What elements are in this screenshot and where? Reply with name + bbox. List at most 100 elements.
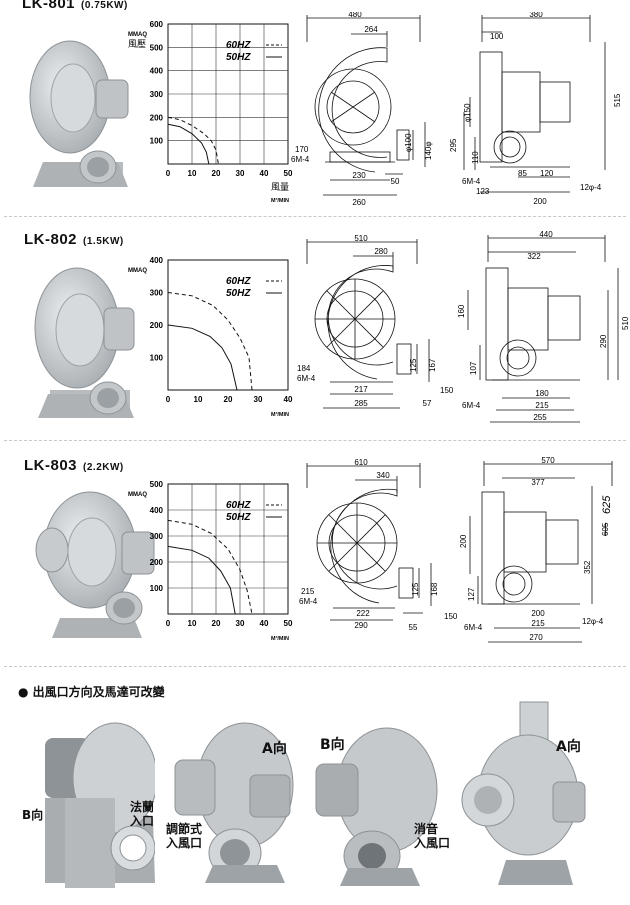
x-axis-unit: M³/MIN [271, 635, 289, 642]
x-tick-label: 40 [260, 169, 269, 178]
row-separator [4, 440, 626, 441]
y-tick-label: 200 [150, 558, 164, 567]
legend-label: 60HZ [226, 40, 251, 51]
label-line: 入風口 [414, 836, 451, 850]
legend-label: 50HZ [226, 288, 251, 299]
label-line: 入風口 [166, 836, 203, 850]
y-tick-label: 100 [150, 584, 164, 593]
photo-silencer-inlet-b-direction [315, 727, 438, 886]
dim-total-height: 510 [621, 316, 630, 330]
dim-bolt: 6M-4 [297, 374, 316, 383]
x-axis-unit: M³/MIN [271, 411, 289, 418]
dim-inlet: φ100 [404, 133, 413, 152]
dim-outlet: 264 [364, 25, 378, 34]
dim-width: 610 [354, 458, 368, 467]
x-tick-label: 30 [236, 619, 245, 628]
dim-total-height: 515 [613, 93, 622, 107]
y-tick-label: 100 [150, 137, 164, 146]
dim-base: 217 [354, 385, 368, 394]
dim-motor-offset: 377 [531, 478, 545, 487]
dim-inlet-pos: 123 [476, 187, 490, 196]
series-line-50hz [167, 123, 210, 165]
blower-image-lk803 [35, 491, 155, 638]
front-dimension-drawing-lk802: 510 280 184 6M-4 217 285 57 125 167 [297, 234, 437, 409]
section-note-text: 出風口方向及馬達可改變 [32, 685, 165, 699]
dim-base-total: 290 [354, 621, 368, 630]
legend-label: 50HZ [226, 52, 251, 63]
dim-inlet-outer: 168 [430, 582, 439, 596]
series-line-50hz [167, 324, 238, 391]
dim-inlet: 125 [409, 358, 418, 372]
dim-base-total: 200 [533, 197, 547, 206]
x-axis-label: 風量 [271, 182, 289, 192]
dim-depth: 380 [529, 12, 543, 19]
x-tick-label: 0 [166, 619, 171, 628]
x-tick-label: 20 [212, 169, 221, 178]
dim-width: 480 [348, 12, 362, 19]
dim-outlet-height: 200 [459, 534, 468, 548]
dim-holes: 12φ-4 [582, 617, 604, 626]
y-axis-label: 風壓 [128, 39, 146, 49]
model-power: (1.5KW) [83, 236, 124, 247]
dim-base-a: 85 [518, 169, 527, 178]
dim-width: 510 [354, 234, 368, 243]
label-b-direction: B向 [320, 737, 345, 753]
dim-outlet: 340 [376, 471, 390, 480]
series-line-50hz [167, 545, 236, 615]
y-tick-label: 200 [150, 321, 164, 330]
x-tick-label: 0 [166, 169, 171, 178]
y-tick-label: 100 [150, 354, 164, 363]
row-separator [4, 666, 626, 667]
x-tick-label: 10 [188, 169, 197, 178]
x-tick-label: 20 [224, 395, 233, 404]
label-line: 法蘭 [130, 800, 155, 814]
dim-base-total: 260 [352, 198, 366, 207]
y-axis-unit: MMAQ [128, 492, 147, 498]
dim-outlet-dia: φ150 [463, 103, 472, 122]
y-tick-label: 200 [150, 113, 164, 122]
dim-bolt: 6M-4 [291, 155, 310, 164]
model-name: LK-802 [24, 231, 78, 248]
dim-inlet-outer: 167 [428, 358, 437, 372]
front-dimension-drawing-lk801: 480 264 170 6M-4 230 260 50 φ100 140φ [291, 12, 433, 207]
dim-flange: 57 [423, 399, 432, 408]
dim-base-b: 120 [540, 169, 554, 178]
x-tick-label: 10 [194, 395, 203, 404]
dim-flange: 55 [409, 623, 418, 632]
dim-base-b: 215 [535, 401, 549, 410]
model-title-lk803: LK-803(2.2KW) [24, 457, 124, 474]
dim-bolt: 6M-4 [464, 623, 483, 632]
legend-label: 60HZ [226, 500, 251, 511]
model-title-lk801: LK-801(0.75KW) [22, 0, 128, 12]
x-tick-label: 40 [260, 619, 269, 628]
y-tick-label: 600 [150, 20, 164, 29]
model-name: LK-803 [24, 457, 78, 474]
x-tick-label: 10 [188, 619, 197, 628]
dim-inlet-height: 127 [467, 587, 476, 601]
label-adjustable-inlet: 調節式 入風口 [166, 822, 202, 850]
dim-inlet-pos: 150 [444, 612, 458, 621]
legend-label: 50HZ [226, 512, 251, 523]
handwritten-new-height: 625 [601, 495, 613, 514]
dim-height: 215 [301, 587, 315, 596]
y-tick-label: 300 [150, 90, 164, 99]
dim-base: 222 [356, 609, 370, 618]
dim-base-a: 180 [535, 389, 549, 398]
handwritten-old-height: 605 [601, 522, 610, 536]
label-flange-inlet: 法蘭 入口 [130, 800, 154, 828]
row-separator [4, 216, 626, 217]
label-silencer-inlet: 消音 入風口 [414, 822, 450, 850]
dim-center-height: 290 [599, 334, 608, 348]
series-line-60hz [167, 292, 253, 391]
dim-base-total: 270 [529, 633, 543, 642]
y-tick-label: 400 [150, 506, 164, 515]
dim-inlet-height: 107 [469, 361, 478, 375]
dim-base-a: 200 [531, 609, 545, 618]
y-axis-unit: MMAQ [128, 32, 147, 38]
blower-image-lk801 [29, 40, 129, 187]
dim-base-b: 215 [531, 619, 545, 628]
bullet-icon: ● [18, 685, 29, 699]
dim-base-total: 255 [533, 413, 547, 422]
